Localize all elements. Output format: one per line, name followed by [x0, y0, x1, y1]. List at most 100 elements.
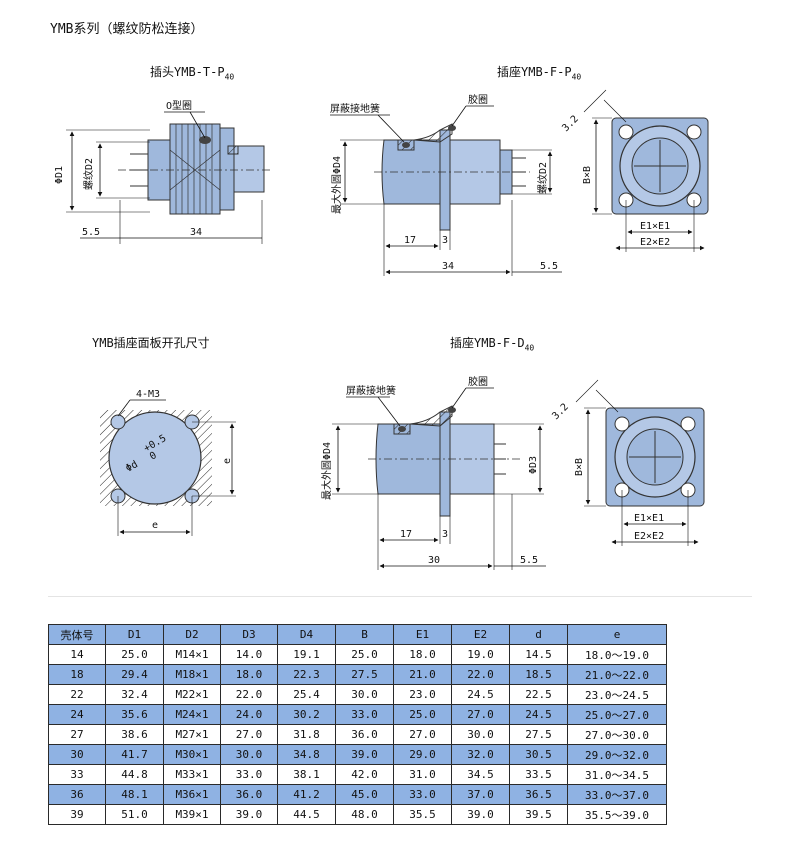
table-cell: M22×1: [163, 684, 221, 705]
dim-3-d: 3: [442, 529, 448, 540]
table-cell: 24.5: [451, 684, 510, 705]
label-3-2-p: 3.2: [560, 114, 581, 135]
table-cell: M30×1: [163, 744, 221, 765]
plug-drawing: O型圈 ΦD1 螺纹D2 5.5 34: [54, 99, 270, 244]
table-cell: 25.0～27.0: [567, 704, 667, 725]
table-cell: 23.0～24.5: [567, 684, 667, 705]
table-cell: 27: [48, 724, 106, 745]
table-cell: 48.1: [105, 784, 164, 805]
table-cell: 31.0: [393, 764, 452, 785]
label-tolerance-zero: 0: [148, 450, 159, 463]
table-cell: 22: [48, 684, 106, 705]
table-cell: 42.0: [335, 764, 394, 785]
table-cell: M36×1: [163, 784, 221, 805]
table-cell: 27.0: [451, 704, 510, 725]
col-header: 壳体号: [48, 624, 106, 645]
table-cell: 22.0: [220, 684, 278, 705]
table-cell: 29.4: [105, 664, 164, 685]
table-cell: 30.0: [220, 744, 278, 765]
col-header: B: [335, 624, 394, 645]
table-cell: 25.0: [393, 704, 452, 725]
label-o-ring: O型圈: [166, 99, 192, 112]
table-cell: 30.0: [451, 724, 510, 745]
table-cell: 18.5: [509, 664, 568, 685]
dim-17-p: 17: [404, 235, 416, 246]
table-cell: 38.1: [277, 764, 336, 785]
table-cell: 27.0～30.0: [567, 724, 667, 745]
socket-d-front-view: B×B 3.2 E1×E1 E2×E2: [550, 379, 705, 546]
table-cell: 30.0: [335, 684, 394, 705]
table-cell: 36.0: [220, 784, 278, 805]
caption-plug: 插头YMB-T-P40: [150, 65, 235, 82]
table-cell: 33.0: [393, 784, 452, 805]
table-cell: 44.5: [277, 804, 336, 825]
table-cell: 14.0: [220, 644, 278, 665]
label-bxb-p: B×B: [582, 166, 593, 184]
table-cell: 39.5: [509, 804, 568, 825]
label-max-circle-d4-d: 最大外圆ΦD4: [320, 442, 333, 500]
table-cell: 36: [48, 784, 106, 805]
table-cell: 25.0: [335, 644, 394, 665]
label-shield-spring-p: 屏蔽接地簧: [330, 102, 380, 115]
col-header: D1: [105, 624, 164, 645]
table-cell: 35.5～39.0: [567, 804, 667, 825]
table-cell: 27.5: [509, 724, 568, 745]
dim-34-p: 34: [442, 261, 454, 272]
label-e1-d: E1×E1: [634, 513, 664, 524]
col-header: d: [509, 624, 568, 645]
table-cell: M18×1: [163, 664, 221, 685]
table-cell: 27.5: [335, 664, 394, 685]
col-header: D4: [277, 624, 336, 645]
table-cell: 33.0: [335, 704, 394, 725]
dim-5-5-plug: 5.5: [82, 227, 100, 238]
label-shield-spring-d: 屏蔽接地簧: [346, 384, 396, 397]
table-cell: 39.0: [220, 804, 278, 825]
table-cell: 35.6: [105, 704, 164, 725]
table-cell: 51.0: [105, 804, 164, 825]
table-cell: 34.8: [277, 744, 336, 765]
label-e2-d: E2×E2: [634, 531, 664, 542]
table-cell: 18.0～19.0: [567, 644, 667, 665]
table-cell: 39.0: [335, 744, 394, 765]
table-cell: 33: [48, 764, 106, 785]
table-cell: 32.4: [105, 684, 164, 705]
label-phi-d3: ΦD3: [528, 456, 539, 474]
label-rubber-ring-d: 胶圈: [468, 375, 488, 388]
table-cell: 33.0～37.0: [567, 784, 667, 805]
table-cell: 30.5: [509, 744, 568, 765]
table-cell: 27.0: [393, 724, 452, 745]
table-cell: 22.5: [509, 684, 568, 705]
table-header-row: 壳体号 D1 D2 D3 D4 B E1 E2 d e: [48, 624, 667, 645]
table-cell: 31.0～34.5: [567, 764, 667, 785]
table-cell: 33.0: [220, 764, 278, 785]
caption-socket-d: 插座YMB-F-D40: [450, 336, 535, 353]
table-cell: 36.0: [335, 724, 394, 745]
table-cell: 25.4: [277, 684, 336, 705]
table-cell: 18: [48, 664, 106, 685]
table-cell: 18.0: [220, 664, 278, 685]
col-header: E1: [393, 624, 452, 645]
label-thread-d2: 螺纹D2: [82, 158, 95, 190]
dim-5-5-d: 5.5: [520, 555, 538, 566]
label-max-circle-d4-p: 最大外圆ΦD4: [330, 156, 343, 214]
table-cell: 23.0: [393, 684, 452, 705]
table-cell: 39: [48, 804, 106, 825]
label-phi-d1: ΦD1: [54, 166, 65, 184]
table-cell: 32.0: [451, 744, 510, 765]
table-cell: 24.5: [509, 704, 568, 725]
table-cell: 19.0: [451, 644, 510, 665]
table-cell: 21.0～22.0: [567, 664, 667, 685]
table-cell: 37.0: [451, 784, 510, 805]
table-cell: 19.1: [277, 644, 336, 665]
col-header: D2: [163, 624, 221, 645]
label-rubber-ring-p: 胶圈: [468, 93, 488, 106]
table-cell: 22.3: [277, 664, 336, 685]
